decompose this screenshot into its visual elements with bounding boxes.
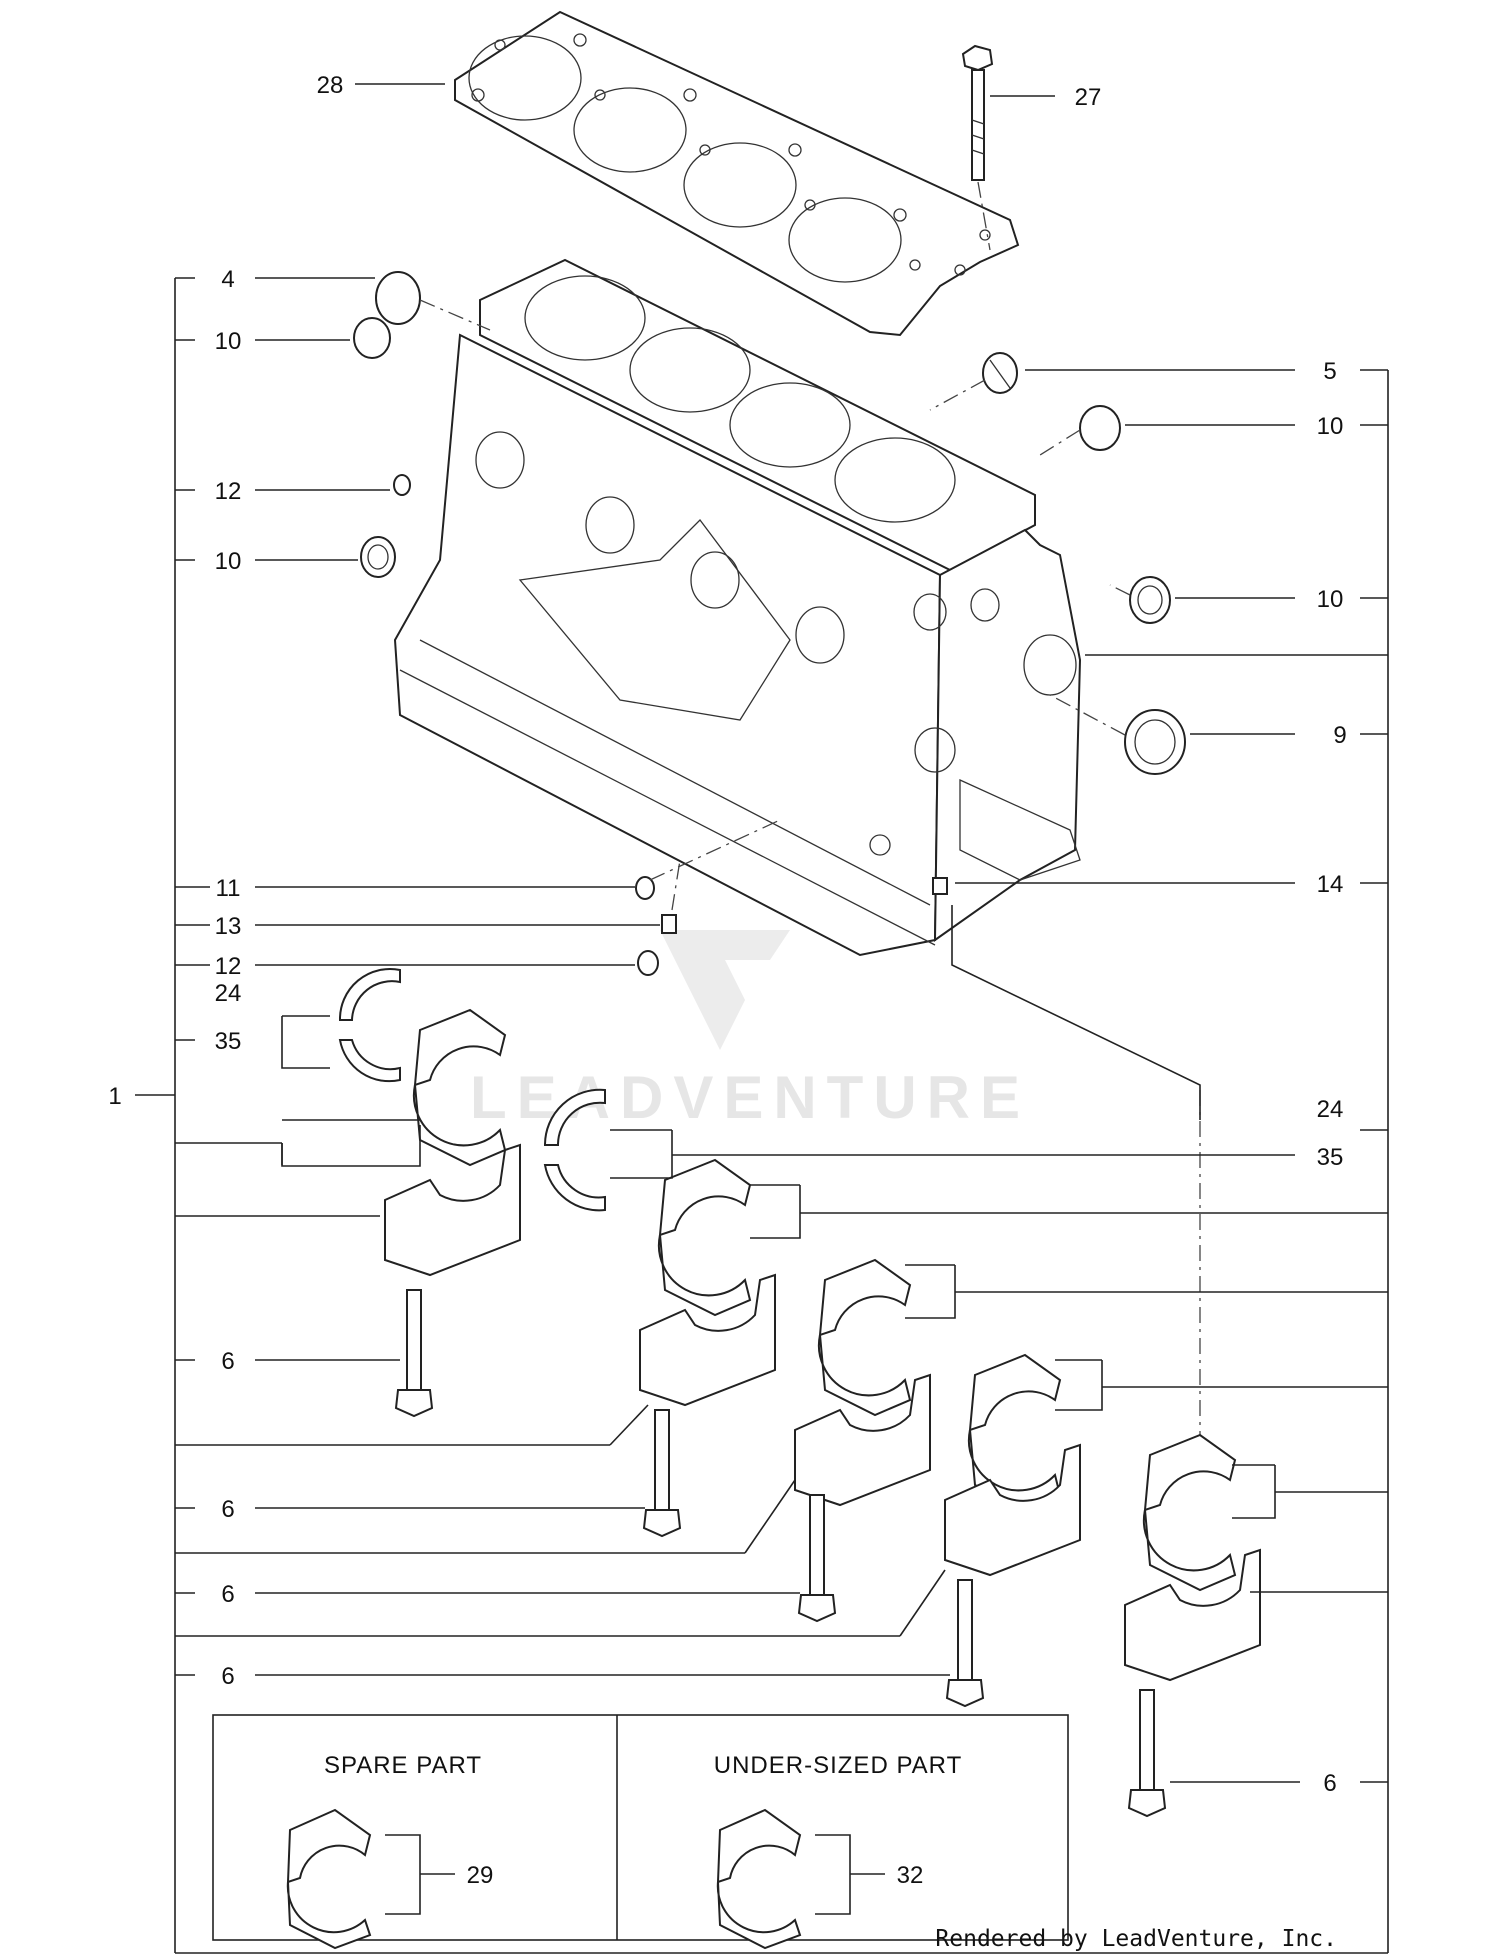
main-bolt-3[interactable]	[797, 1494, 837, 1623]
head-gasket[interactable]	[454, 10, 1020, 337]
callout-35-b[interactable]: 35	[1317, 1144, 1344, 1171]
plug-12-upper[interactable]	[393, 474, 411, 496]
spare-bearing-shell[interactable]	[286, 1808, 372, 1950]
oil-gallery-plug-5[interactable]	[982, 352, 1018, 394]
bearing-shell-2[interactable]	[657, 1158, 752, 1317]
inset-box: SPARE PART UNDER-SIZED PART	[212, 1714, 1069, 1950]
bearing-cap-3[interactable]	[794, 1373, 931, 1507]
render-credit: Rendered by LeadVenture, Inc.	[935, 1926, 1337, 1952]
callout-5[interactable]: 5	[1323, 358, 1336, 385]
thrust-washer-middle[interactable]	[543, 1088, 606, 1212]
callout-6-e[interactable]: 6	[1323, 1770, 1336, 1797]
callout-1[interactable]: 1	[108, 1083, 121, 1110]
bearing-shell-5[interactable]	[1142, 1433, 1237, 1592]
main-bolt-5[interactable]	[1127, 1689, 1167, 1818]
dowel-pin-13[interactable]	[661, 914, 677, 934]
plug-4[interactable]	[375, 271, 421, 325]
callout-10-b[interactable]: 10	[1317, 413, 1344, 440]
callout-13[interactable]: 13	[215, 913, 242, 940]
bearing-cap-2[interactable]	[639, 1273, 776, 1407]
bushing-9[interactable]	[1124, 709, 1186, 775]
callout-10-a[interactable]: 10	[215, 328, 242, 355]
callout-10-c[interactable]: 10	[215, 548, 242, 575]
callout-12-b[interactable]: 12	[215, 953, 242, 980]
callout-6-c[interactable]: 6	[221, 1581, 234, 1608]
assembly-bracket-left	[135, 277, 1388, 1954]
seal-10-right[interactable]	[1129, 576, 1171, 624]
callout-11[interactable]: 11	[216, 875, 241, 902]
cylinder-block[interactable]	[393, 258, 1082, 957]
callout-6-b[interactable]: 6	[221, 1496, 234, 1523]
callout-9[interactable]: 9	[1333, 722, 1346, 749]
callout-29[interactable]: 29	[467, 1862, 494, 1889]
bearing-cap-1[interactable]	[384, 1143, 521, 1277]
bearing-shell-3[interactable]	[817, 1258, 912, 1417]
callout-10-d[interactable]: 10	[1317, 586, 1344, 613]
undersized-part-title: UNDER-SIZED PART	[714, 1752, 962, 1779]
bearing-cap-4[interactable]	[944, 1443, 1081, 1577]
callout-35-a[interactable]: 35	[215, 1028, 242, 1055]
watermark: LEADVENTURE	[470, 930, 1020, 1131]
thrust-washer-left[interactable]	[338, 968, 401, 1083]
head-bolt[interactable]	[961, 44, 994, 181]
main-bolt-1[interactable]	[394, 1289, 434, 1418]
callout-27[interactable]: 27	[1075, 84, 1102, 111]
plug-10-top-left[interactable]	[353, 317, 391, 359]
callout-6-d[interactable]: 6	[221, 1663, 234, 1690]
callout-32[interactable]: 32	[897, 1862, 924, 1889]
callout-14[interactable]: 14	[1317, 871, 1344, 898]
callout-28[interactable]: 28	[317, 72, 344, 99]
seal-10-left[interactable]	[360, 536, 396, 578]
main-bolt-4[interactable]	[945, 1579, 985, 1708]
watermark-logo-icon	[660, 930, 790, 1050]
dowel-pin-14[interactable]	[932, 877, 948, 895]
bearing-cap-5[interactable]	[1124, 1548, 1261, 1682]
leader-lines	[255, 83, 1300, 1783]
plug-11[interactable]	[635, 876, 655, 900]
main-bolt-2[interactable]	[642, 1409, 682, 1538]
callout-24-a[interactable]: 24	[215, 980, 242, 1007]
callouts: 28 27 4 10 5 10 12 10 10 9 11 14 13 12 2…	[108, 72, 1346, 1889]
undersized-bearing-shell[interactable]	[716, 1808, 802, 1950]
callout-24-b[interactable]: 24	[1317, 1096, 1344, 1123]
bearing-shell-1[interactable]	[412, 1008, 507, 1167]
callout-6-a[interactable]: 6	[221, 1348, 234, 1375]
plug-10-right-upper[interactable]	[1079, 405, 1121, 451]
plug-12-lower[interactable]	[637, 950, 659, 976]
callout-12-a[interactable]: 12	[215, 478, 242, 505]
assembly-bracket-right	[800, 369, 1389, 1953]
spare-part-title: SPARE PART	[324, 1752, 482, 1779]
callout-4[interactable]: 4	[221, 266, 234, 293]
